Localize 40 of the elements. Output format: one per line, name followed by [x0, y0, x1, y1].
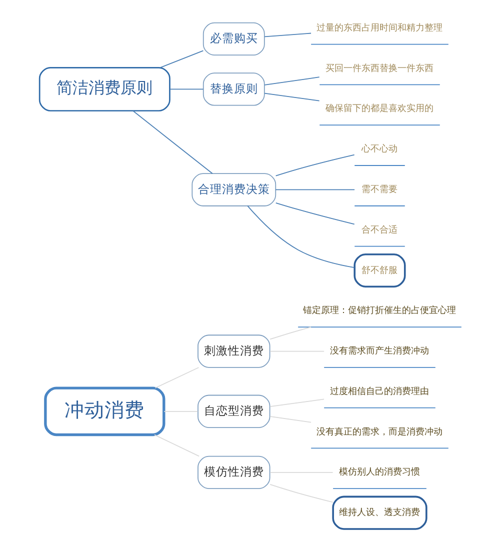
- node-text: 买回一件东西替换一件东西: [325, 64, 434, 74]
- connector: [269, 416, 311, 423]
- connector: [274, 189, 354, 190]
- node-box: 维持人设、透支消费: [332, 496, 427, 530]
- connector: [274, 202, 354, 225]
- node-box: 刺激性消费: [197, 334, 270, 368]
- connector: [269, 472, 333, 473]
- connector: [246, 205, 354, 268]
- node-box: 必需购买: [202, 22, 264, 56]
- connector: [269, 350, 324, 352]
- connector: [269, 326, 311, 340]
- node-text: 合不合适: [361, 225, 398, 236]
- connector: [264, 76, 320, 86]
- node-text: 模仿别人的消费习惯: [338, 468, 420, 478]
- node-box: 合理消费决策: [191, 173, 276, 206]
- connector: [269, 484, 333, 503]
- connector: [274, 154, 354, 176]
- node-box: 冲动消费: [44, 386, 165, 436]
- node-box: 替换原则: [202, 72, 264, 106]
- connector: [154, 434, 199, 457]
- node-text: 锚定原理：促销打折催生的占便宜心理: [302, 306, 456, 316]
- node-text: 需不需要: [361, 184, 398, 195]
- node-box: 舒不舒服: [353, 253, 406, 288]
- node-box: 模仿性消费: [197, 456, 270, 490]
- node-box: 简洁消费原则: [38, 67, 170, 112]
- node-text: 过度相信自己的消费理由: [330, 386, 429, 397]
- node-text: 没有真正的需求，而是消费冲动: [316, 427, 442, 438]
- node-text: 心不心动: [361, 144, 398, 155]
- connector: [154, 367, 199, 388]
- connector: [269, 398, 324, 408]
- node-text: 过量的东西占用时间和精力整理: [316, 23, 442, 34]
- connector: [132, 110, 212, 174]
- connector: [264, 92, 320, 102]
- connector: [169, 88, 204, 90]
- node-box: 自恋型消费: [197, 394, 270, 428]
- connector: [163, 410, 198, 412]
- connector: [264, 32, 311, 38]
- connector: [159, 50, 204, 68]
- node-text: 确保留下的都是喜欢实用的: [325, 104, 434, 114]
- node-text: 没有需求而产生消费冲动: [330, 346, 429, 357]
